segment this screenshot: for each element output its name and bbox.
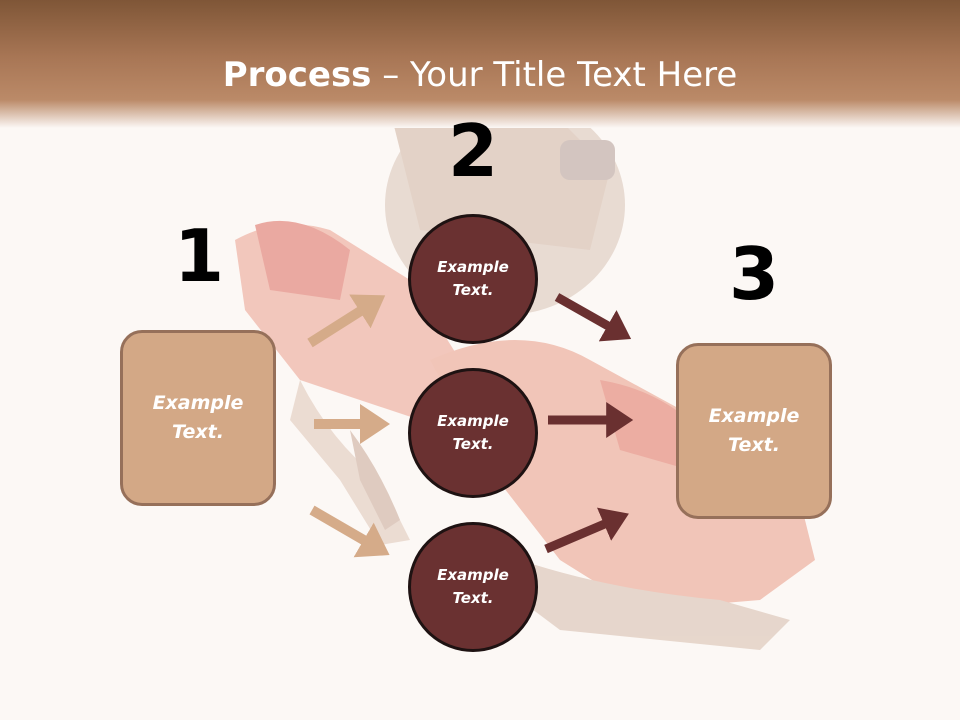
title-bar <box>0 0 960 128</box>
step-2-circle-middle: Example Text. <box>408 368 538 498</box>
step-2-circle-top: Example Text. <box>408 214 538 344</box>
step-number-3: 3 <box>728 232 780 316</box>
title-bold: Process <box>222 55 372 95</box>
arrow-1-to-2-bottom <box>309 505 390 558</box>
step-3-box: Example Text. <box>676 343 832 519</box>
step-2-bottom-label: Example Text. <box>437 566 509 607</box>
step-1-label: Example Text. <box>152 392 244 443</box>
step-2-top-label: Example Text. <box>437 258 509 299</box>
arrow-1-to-2-top <box>307 294 386 348</box>
title-rest: – Your Title Text Here <box>371 55 738 95</box>
arrow-2-to-3-bottom <box>544 507 629 554</box>
step-number-2: 2 <box>447 109 499 193</box>
step-1-box: Example Text. <box>120 330 276 506</box>
step-2-circle-bottom: Example Text. <box>408 522 538 652</box>
slide-title: Process – Your Title Text Here <box>0 52 960 98</box>
step-number-1: 1 <box>173 214 225 298</box>
step-2-middle-label: Example Text. <box>437 412 509 453</box>
arrow-2-to-3-top <box>554 293 632 342</box>
step-3-label: Example Text. <box>708 405 800 456</box>
